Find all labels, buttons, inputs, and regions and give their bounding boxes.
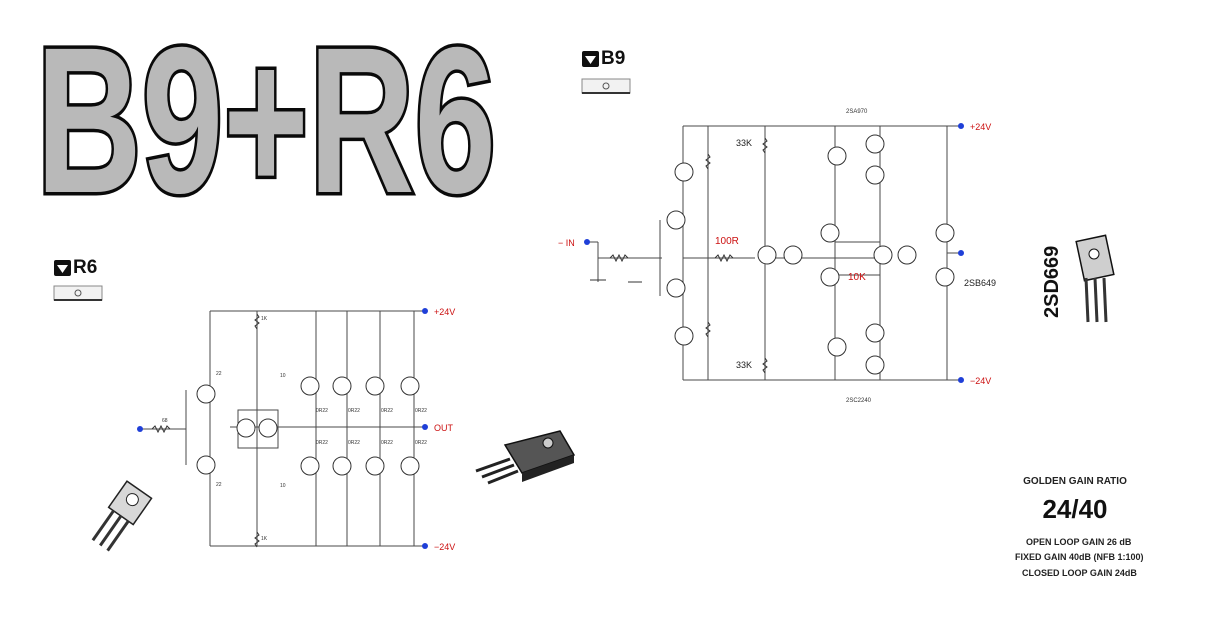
r6-transistor (332, 456, 352, 476)
r6-small-label: 10 (280, 483, 286, 489)
b9-schematic: − IN +24V −24V 33K 33K 100R 10K 2SA970 2… (558, 109, 996, 404)
b9-transistor (820, 267, 840, 287)
b9-transistor (820, 223, 840, 243)
r6-supply-neg: −24V (434, 542, 455, 552)
title-text: B9+R6 (36, 10, 496, 210)
b9-transistor (897, 245, 917, 265)
gain-line-open-loop: OPEN LOOP GAIN 26 dB (1026, 537, 1132, 547)
r6-output-label: OUT (434, 423, 454, 433)
b9-node-pos (958, 123, 964, 129)
r6-logo-text: R6 (73, 257, 98, 278)
main-title: B9+R6 (33, 10, 500, 210)
r6-emitter-resistor: 0R22 (381, 440, 393, 446)
r6-transistor (365, 376, 385, 396)
b9-q-bottom: 2SC2240 (846, 398, 872, 404)
r6-supply-pos: +24V (434, 307, 455, 317)
r6-emitter-resistor: 0R22 (415, 408, 427, 414)
r6-transistor (258, 418, 278, 438)
b9-r-feedback: 10K (848, 272, 866, 283)
r6-emitter-resistor: 0R22 (316, 440, 328, 446)
gain-line-fixed: FIXED GAIN 40dB (NFB 1:100) (1015, 552, 1144, 562)
b9-transistor (783, 245, 803, 265)
to247-transistor-image (475, 430, 576, 485)
r6-transistor (300, 376, 320, 396)
part-label: 2SD669 (1041, 246, 1063, 318)
b9-transistor (935, 267, 955, 287)
r6-small-label: 10 (280, 373, 286, 379)
b9-transistor (757, 245, 777, 265)
gain-line-closed-loop: CLOSED LOOP GAIN 24dB (1022, 568, 1137, 578)
r6-emitter-resistor: 0R22 (348, 440, 360, 446)
r6-transistor (400, 456, 420, 476)
to126-transistor-image (91, 480, 153, 552)
r6-emitter-resistor: 0R22 (348, 408, 360, 414)
r6-node-out (422, 424, 428, 430)
b9-node-in (584, 239, 590, 245)
b9-transistor (865, 134, 885, 154)
r6-emitter-resistor: 0R22 (381, 408, 393, 414)
b9-logo: B9 (580, 48, 632, 98)
b9-transistor (827, 146, 847, 166)
b9-node-out (958, 250, 964, 256)
b9-supply-neg: −24V (970, 376, 991, 386)
r6-node-pos (422, 308, 428, 314)
b9-transistor (873, 245, 893, 265)
r6-small-label: 22 (216, 371, 222, 377)
b9-transistor (666, 210, 686, 230)
r6-emitter-resistor: 0R22 (316, 408, 328, 414)
r6-small-label: 1K (261, 536, 268, 542)
r6-node-neg (422, 543, 428, 549)
r6-emitter-resistor: 0R22 (415, 440, 427, 446)
b9-supply-pos: +24V (970, 122, 991, 132)
b9-transistor (865, 355, 885, 375)
r6-transistor (300, 456, 320, 476)
r6-transistor (365, 456, 385, 476)
2sd669-transistor-image (1075, 234, 1115, 323)
ratio-title: GOLDEN GAIN RATIO (1023, 476, 1127, 487)
b9-q-output: 2SB649 (964, 278, 996, 288)
r6-logo: R6 (52, 257, 104, 307)
ratio-value: 24/40 (1042, 494, 1108, 524)
b9-node-neg (958, 377, 964, 383)
b9-logo-text: B9 (601, 48, 626, 69)
r6-transistor (400, 376, 420, 396)
r6-transistor (196, 384, 216, 404)
r6-input-resistor: 68 (162, 418, 168, 424)
r6-transistor (236, 418, 256, 438)
b9-transistor (865, 165, 885, 185)
b9-transistor (935, 223, 955, 243)
r6-small-label: 22 (216, 482, 222, 488)
b9-r-bottom: 33K (736, 360, 752, 370)
b9-transistor (666, 278, 686, 298)
b9-transistor (674, 326, 694, 346)
r6-node-in (137, 426, 143, 432)
b9-r-series: 100R (715, 236, 739, 247)
r6-small-label: 1K (261, 316, 268, 322)
b9-r-top: 33K (736, 138, 752, 148)
part-label-text: 2SD669 (1041, 246, 1063, 318)
r6-schematic: +24V OUT −24V 68 0R22 0R22 0R22 0R22 0R2… (137, 307, 455, 552)
r6-transistor (196, 455, 216, 475)
r6-transistor (332, 376, 352, 396)
b9-transistor (865, 323, 885, 343)
b9-input-label: − IN (558, 238, 575, 248)
b9-q-top: 2SA970 (846, 109, 868, 115)
b9-transistor (827, 337, 847, 357)
b9-transistor (674, 162, 694, 182)
